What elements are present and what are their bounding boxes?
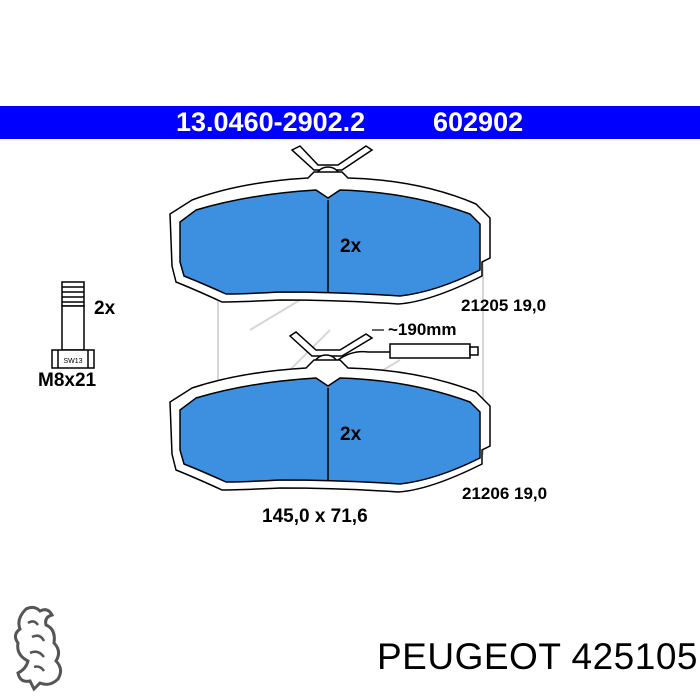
upper-pad-friction [179, 189, 481, 297]
brand-part-number: PEUGEOT 425105 [377, 636, 698, 677]
wear-sensor [337, 343, 479, 361]
reference-number: 602902 [433, 107, 524, 137]
pad-dimensions: 145,0 x 71,6 [262, 506, 368, 527]
lower-pad-friction [179, 377, 481, 485]
header-banner: 13.0460-2902.2 602902 [0, 106, 700, 139]
bolt-icon [51, 281, 95, 369]
lower-pad-reference: 21206 19,0 [462, 484, 548, 503]
upper-pad-quantity: 2x [340, 236, 362, 257]
peugeot-lion-logo [13, 605, 63, 692]
bolt-wrench-size: SW13 [63, 358, 82, 365]
sensor-length: ~190mm [388, 320, 457, 339]
part-number: 13.0460-2902.2 [176, 107, 366, 137]
bolt-size: M8x21 [38, 370, 97, 391]
lower-pad-quantity: 2x [340, 424, 362, 445]
upper-pad-reference: 21205 19,0 [461, 296, 547, 315]
bolt-quantity: 2x [94, 298, 116, 319]
